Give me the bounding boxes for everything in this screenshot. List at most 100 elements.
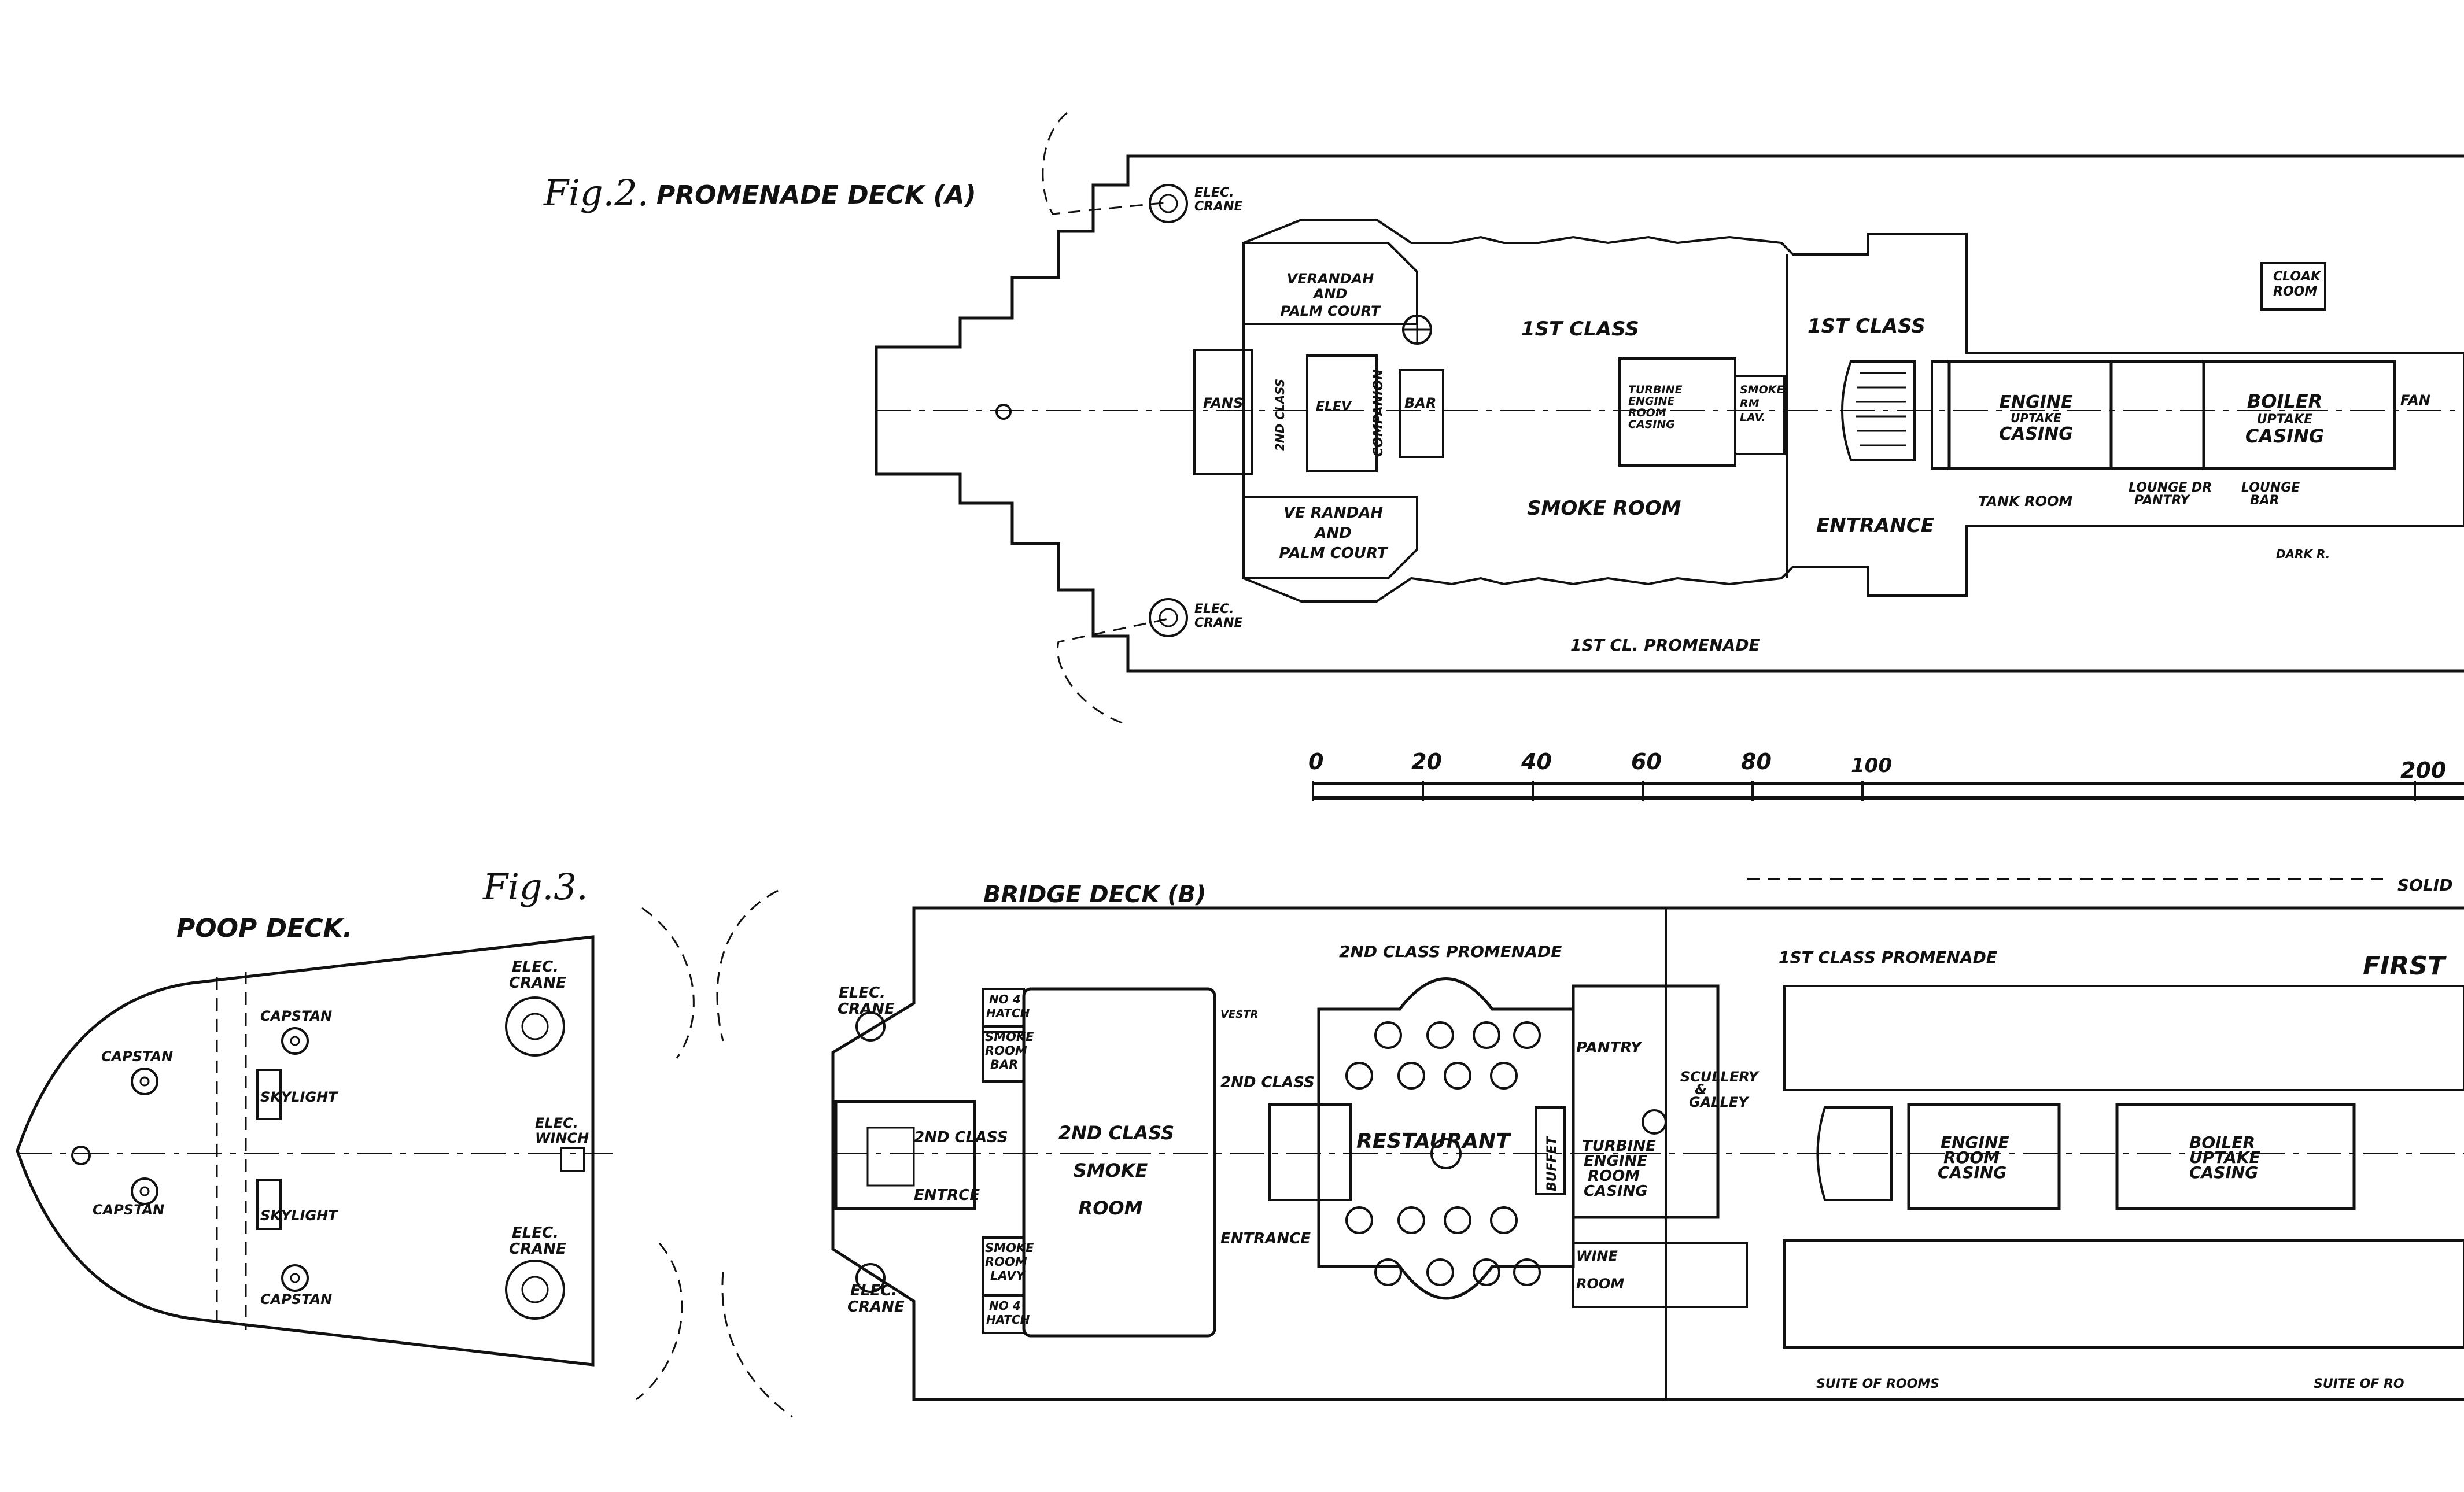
second-class-entrce-label: ENTRCE [914,1187,980,1204]
staircase-treads [1856,372,1906,446]
suite-of-rooms-2-label: SUITE OF RO [2314,1377,2404,1391]
fans-label: FANS [1203,395,1243,411]
bridge-crane-1-icon [855,1011,886,1042]
vestr-label: VESTR [1220,1009,1258,1021]
capstan-3-icon [281,1027,309,1055]
elec-crane-top-label: ELEC.CRANE [1194,186,1243,214]
promenade-deck-title: PROMENADE DECK (A) [656,180,976,210]
pantry-galley-block [1572,984,1720,1219]
poop-deck-title: POOP DECK. [176,914,352,943]
capstan-2-label: CAPSTAN [93,1202,164,1218]
restaurant-label: RESTAURANT [1356,1129,1511,1153]
bridge-deck-title: BRIDGE DECK (B) [983,881,1206,908]
bar-room [1399,369,1444,458]
verandah-bottom-room [1242,496,1418,579]
smoke-room-lav [1734,375,1786,455]
capstan-1-hub [139,1076,150,1087]
tank-room-label: TANK ROOM [1978,493,2072,509]
bar-label: BAR [1404,395,1436,411]
scale-label-0: 0 [1308,749,1323,774]
scale-label-80: 80 [1741,749,1772,774]
cabin-block-top [1783,985,2464,1091]
scullery-label: SCULLERY&GALLEY [1680,1069,1760,1110]
lounge-pantry-block [2110,360,2205,470]
table [1374,1021,1402,1049]
lift-shaft [1931,360,1950,470]
table [1473,1021,1500,1049]
elec-crane-bottom-icon [1149,598,1188,637]
table [1444,1062,1471,1090]
promenade-hull-outline [875,154,2464,673]
capstan-4-label: CAPSTAN [260,1291,332,1308]
table [1426,1258,1454,1286]
first-class-entrance-label: 1ST CLASS [1808,315,1926,338]
table [1513,1021,1541,1049]
poop-crane-2-hub [521,1276,549,1303]
cloak-room [2260,262,2326,311]
bridge-crane-2-icon [855,1263,886,1293]
second-class-entrance-room [834,1100,976,1210]
lift-stair-block [1306,354,1378,472]
table [1397,1206,1425,1234]
scale-label-20: 20 [1411,749,1442,774]
restaurant-tables [1345,1021,1541,1286]
suite-of-rooms-1-label: SUITE OF ROOMS [1816,1377,1939,1391]
poop-crane-1-hub [521,1013,549,1040]
buffet [1535,1106,1566,1195]
table [1444,1206,1471,1234]
bridge-entrance-label: ENTRANCE [1220,1230,1311,1247]
pantry-label: PANTRY [1576,1039,1643,1057]
bridge-engine-casing [1907,1103,2061,1210]
skylight-1-label: SKYLIGHT [260,1089,338,1105]
promenade-deck: Fig.2. PROMENADE DECK (A) ELEC.CRANE ELE… [543,112,2464,724]
first-class-promenade-bridge-label: 1ST CLASS PROMENADE [1779,948,1997,967]
bridge-crane-arc-1 [716,889,779,1042]
first-class-smoke-label: 1ST CLASS [1521,317,1639,341]
solid-label: SOLID [2397,876,2452,895]
elec-crane-bottom-hub [1159,608,1178,627]
elec-crane-top-icon [1149,184,1188,223]
fig2-number: Fig.2. [543,172,648,214]
entrance-label: ENTRANCE [1816,514,1934,537]
cabin-block-bottom [1783,1239,2464,1349]
table [1397,1062,1425,1090]
scale-label-100: 100 [1851,754,1892,777]
poop-bollard-icon [71,1146,91,1165]
bridge-first-class-stair [1816,1106,1893,1201]
scale-label-200: 200 [2400,758,2446,783]
wine-room [1572,1242,1748,1308]
second-class-stair-label: 2ND CLASS [1273,379,1287,451]
capstan-3-label: CAPSTAN [260,1008,332,1024]
bridge-crane-2-label: ELEC.CRANE [847,1282,905,1316]
fan-label: FAN [2400,392,2430,408]
table [1345,1206,1373,1234]
poop-crane-1-icon [505,996,565,1057]
table [1430,1138,1462,1169]
bridge-crane-1-label: ELEC.CRANE [838,984,895,1018]
elec-winch-label: ELEC.WINCH [535,1115,589,1146]
table [1345,1062,1373,1090]
bridge-second-class-stair [1268,1103,1352,1201]
skylight-2 [256,1179,282,1230]
table [1513,1258,1541,1286]
poop-crane-arc-1 [641,907,695,1059]
elec-crane-top-hub [1159,194,1178,213]
second-class-smoke-room [1022,987,1216,1338]
capstan-2-hub [139,1186,150,1196]
poop-crane-2-icon [505,1260,565,1320]
poop-crane-1-label: ELEC.CRANE [509,958,566,992]
elec-crane-bottom-label: ELEC.CRANE [1194,602,1243,630]
